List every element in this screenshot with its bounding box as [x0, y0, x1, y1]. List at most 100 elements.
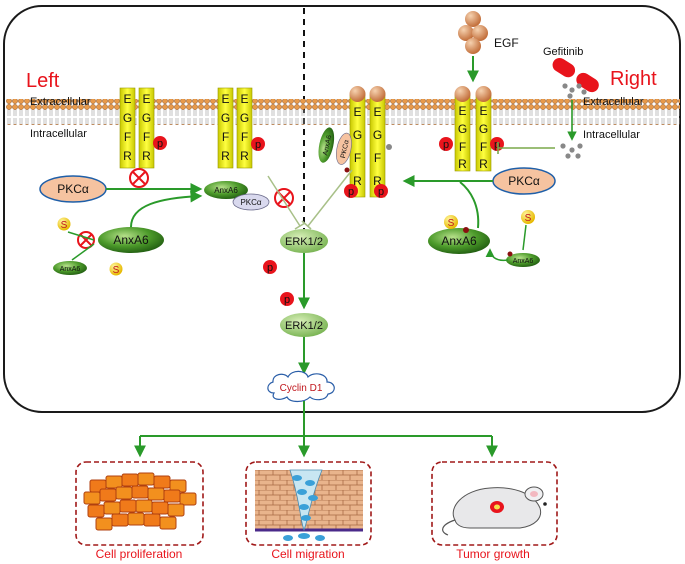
- egfr-right-1: E G F R E G F R: [349, 86, 386, 198]
- egfr-letter-g: G: [123, 111, 132, 125]
- egfr-letter-r: R: [123, 149, 132, 163]
- gefitinib-capsule: Gefitinib: [543, 46, 599, 99]
- anxa6-right-label: AnxA6: [441, 234, 477, 248]
- left-title: Left: [26, 70, 60, 92]
- anxa6-small-right: [506, 253, 540, 267]
- phospho-markers: p p p p p p p p: [153, 136, 504, 306]
- egfr-letter-f: F: [459, 140, 466, 154]
- anxa6-complex-left: [204, 181, 248, 199]
- proliferating-cells-image: [83, 472, 197, 531]
- svg-text:p: p: [284, 294, 290, 306]
- svg-text:p: p: [267, 262, 273, 274]
- svg-text:p: p: [157, 138, 163, 150]
- inhibit-x-egfr-left: [129, 168, 149, 188]
- egfr-letter-e: E: [142, 92, 150, 106]
- egfr-letter-e: E: [123, 92, 131, 106]
- p-marker: p: [280, 292, 294, 306]
- p-marker: p: [251, 137, 265, 151]
- egfr-letter-g: G: [353, 128, 362, 142]
- erk-active-label: ERK1/2: [285, 320, 323, 332]
- egfr-letter-r: R: [240, 149, 249, 163]
- svg-text:S: S: [448, 218, 455, 229]
- egf-ligand: [454, 86, 471, 102]
- svg-text:AnxA6: AnxA6: [513, 258, 534, 265]
- egf-ligand: [369, 86, 386, 102]
- p-marker: p: [439, 137, 453, 151]
- cell-membrane: [6, 99, 680, 125]
- anxa6-pkca-bound: AnxA6 PKCα: [318, 127, 352, 165]
- erk-inactive: [280, 229, 328, 253]
- egfr-right-2: E G F R E G F R: [454, 86, 492, 172]
- anxa6-to-pathway: [459, 181, 480, 229]
- egfr-letter-e: E: [240, 92, 248, 106]
- extracellular-left: Extracellular: [30, 96, 91, 108]
- egfr-letter-f: F: [143, 130, 150, 144]
- pkca-right-label: PKCα: [508, 174, 540, 188]
- egfr-letter-e: E: [479, 104, 487, 118]
- egfr-letter-f: F: [480, 140, 487, 154]
- intracellular-left: Intracellular: [30, 128, 87, 140]
- egfr-letter-g: G: [240, 111, 249, 125]
- mouse-tumor-image: [442, 486, 547, 536]
- pkca-complex-left: [232, 193, 270, 211]
- svg-text:S: S: [525, 213, 532, 224]
- p-marker: p: [374, 184, 388, 198]
- svg-text:PKCα: PKCα: [340, 139, 351, 159]
- egfr-letter-e: E: [353, 105, 361, 119]
- egfr-letter-r: R: [373, 174, 382, 188]
- svg-text:p: p: [494, 139, 500, 151]
- p-marker: p: [344, 184, 358, 198]
- svg-text:p: p: [348, 186, 354, 198]
- egfr-letter-r: R: [142, 149, 151, 163]
- egfr-left-1: E G F R E G F R: [119, 87, 155, 169]
- egfr-letter-r: R: [479, 157, 488, 171]
- egfr-letter-g: G: [221, 111, 230, 125]
- egfr-letter-g: G: [479, 122, 488, 136]
- outcome-tumor: Tumor growth: [431, 461, 558, 561]
- outcome-proliferation: Cell proliferation: [75, 461, 204, 561]
- anxa6-right: [428, 228, 490, 254]
- egfr-letter-g: G: [373, 128, 382, 142]
- p-marker: p: [490, 137, 504, 151]
- egf-ligand-stack: EGF: [458, 11, 519, 54]
- svg-text:AnxA6: AnxA6: [60, 266, 81, 273]
- egfr-letter-r: R: [221, 149, 230, 163]
- s-ion: [57, 217, 71, 231]
- egfr-left-2: E G F R E G F R: [217, 87, 253, 169]
- egfr-letter-f: F: [241, 130, 248, 144]
- svg-text:p: p: [443, 139, 449, 151]
- cyclin-label: Cyclin D1: [280, 383, 323, 394]
- egfr-letter-f: F: [124, 130, 131, 144]
- cyclin-cloud: [267, 370, 335, 403]
- gefitinib-intracellular: [560, 143, 583, 159]
- egfr-letter-e: E: [458, 104, 466, 118]
- egfr-letter-r: R: [353, 174, 362, 188]
- egfr-letter-g: G: [142, 111, 151, 125]
- egfr-letter-g: G: [458, 122, 467, 136]
- anxa6-left: [98, 227, 164, 253]
- intracellular-right: Intracellular: [583, 129, 640, 141]
- right-title: Right: [610, 68, 657, 90]
- egfr-letter-e: E: [221, 92, 229, 106]
- outcome-migration: Cell migration: [245, 461, 372, 561]
- svg-text:S: S: [61, 220, 68, 231]
- svg-text:p: p: [255, 139, 261, 151]
- gefitinib-label: Gefitinib: [543, 46, 583, 58]
- cell-migration-image: [255, 469, 363, 541]
- outcome-proliferation-label: Cell proliferation: [96, 547, 183, 561]
- s-ion: [444, 215, 458, 229]
- svg-text:AnxA6: AnxA6: [214, 186, 238, 195]
- egf-ligand: [475, 86, 492, 102]
- egfr-letter-f: F: [222, 130, 229, 144]
- egfr-letter-r: R: [458, 157, 467, 171]
- erk-inactive-label: ERK1/2: [285, 236, 323, 248]
- anxa6-left-label: AnxA6: [113, 233, 149, 247]
- egfr-letter-e: E: [373, 105, 381, 119]
- extracellular-right: Extracellular: [583, 96, 644, 108]
- egfr-letter-f: F: [374, 151, 381, 165]
- egf-ligand: [349, 86, 366, 102]
- cell-boundary: [3, 5, 681, 413]
- svg-text:p: p: [378, 186, 384, 198]
